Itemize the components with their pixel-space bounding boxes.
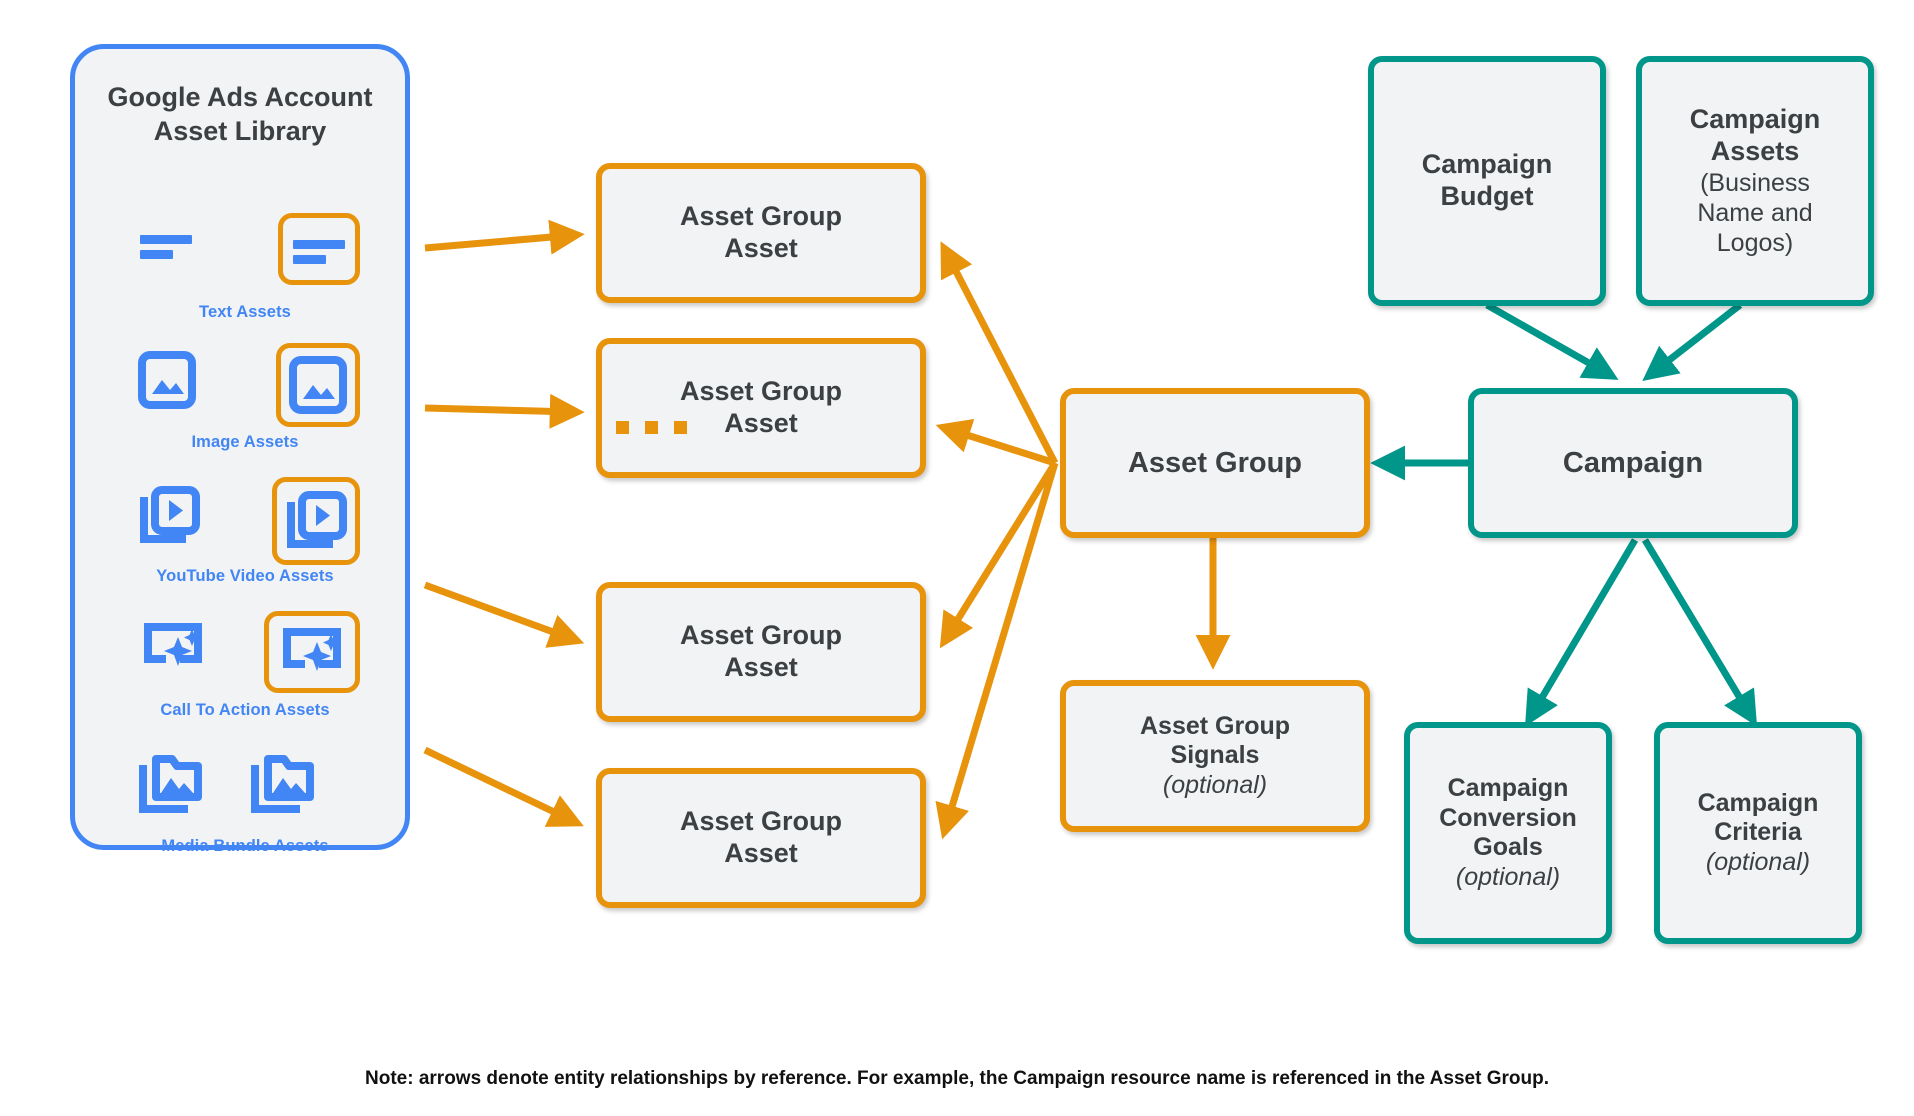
asset-library-panel: Google Ads Account Asset Library Text <box>70 44 410 855</box>
asset-group-asset-box[interactable]: Asset Group Asset <box>596 768 926 908</box>
text-asset-icon <box>138 221 194 267</box>
footer-note: Note: arrows denote entity relationships… <box>365 1068 1549 1089</box>
campaign-criteria-title: Campaign Criteria <box>1697 788 1819 847</box>
library-asset-label: Media Bundle Assets <box>161 837 329 855</box>
campaign-assets-title: Campaign Assets <box>1689 104 1821 166</box>
call-to-action-asset-icon <box>138 619 208 675</box>
campaign-budget-title: Campaign Budget <box>1421 149 1553 211</box>
ellipsis-dot <box>674 421 687 434</box>
campaign-criteria-optional: (optional) <box>1705 847 1811 876</box>
ellipsis-dot <box>616 421 629 434</box>
asset-group-asset-box[interactable]: Asset Group Asset <box>596 582 926 722</box>
text-asset-icon-selected <box>278 213 360 285</box>
library-asset-video[interactable]: YouTube Video Assets <box>75 477 415 586</box>
library-asset-media-bundle[interactable]: Media Bundle Assets <box>75 747 415 856</box>
asset-group-signals-box[interactable]: Asset Group Signals (optional) <box>1060 680 1370 832</box>
campaign-budget-box[interactable]: Campaign Budget <box>1368 56 1606 306</box>
campaign-assets-box[interactable]: Campaign Assets (Business Name and Logos… <box>1636 56 1874 306</box>
ellipsis-dot <box>645 421 658 434</box>
campaign-title: Campaign <box>1562 446 1704 479</box>
call-to-action-asset-icon-selected <box>264 611 360 693</box>
library-asset-label: Call To Action Assets <box>160 701 330 719</box>
campaign-conversion-goals-box[interactable]: Campaign Conversion Goals (optional) <box>1404 722 1612 944</box>
asset-group-signals-optional: (optional) <box>1162 770 1268 799</box>
library-asset-image[interactable]: Image Assets <box>75 343 415 452</box>
media-bundle-asset-icons <box>120 747 370 833</box>
asset-group-asset-title: Asset Group Asset <box>679 620 843 682</box>
call-to-action-asset-icons <box>130 611 360 697</box>
asset-group-box[interactable]: Asset Group <box>1060 388 1370 538</box>
asset-group-asset-title: Asset Group Asset <box>679 806 843 868</box>
asset-group-asset-box[interactable]: Asset Group Asset <box>596 163 926 303</box>
video-asset-icons <box>130 477 360 565</box>
library-asset-label: Text Assets <box>199 303 291 321</box>
text-asset-icons <box>130 213 360 299</box>
campaign-conversion-goals-optional: (optional) <box>1455 862 1561 891</box>
asset-group-asset-title: Asset Group Asset <box>679 201 843 263</box>
campaign-assets-detail: (Business Name and Logos) <box>1697 168 1813 257</box>
ellipsis-indicator <box>616 421 687 434</box>
image-asset-icon-selected <box>276 343 360 427</box>
campaign-criteria-box[interactable]: Campaign Criteria (optional) <box>1654 722 1862 944</box>
library-asset-label: YouTube Video Assets <box>156 567 334 585</box>
video-asset-icon <box>138 485 200 547</box>
library-title: Google Ads Account Asset Library <box>107 82 373 146</box>
library-asset-cta[interactable]: Call To Action Assets <box>75 611 415 720</box>
asset-group-asset-title: Asset Group Asset <box>679 376 843 438</box>
image-asset-icon <box>138 351 196 409</box>
asset-group-asset-box[interactable]: Asset Group Asset <box>596 338 926 478</box>
asset-group-signals-title: Asset Group Signals <box>1139 711 1291 770</box>
image-asset-icons <box>130 343 360 429</box>
media-bundle-asset-icon-second <box>250 753 316 817</box>
video-asset-icon-selected <box>272 477 360 565</box>
library-asset-text[interactable]: Text Assets <box>75 213 415 322</box>
asset-group-title: Asset Group <box>1127 446 1303 479</box>
campaign-conversion-goals-title: Campaign Conversion Goals <box>1439 774 1577 861</box>
campaign-box[interactable]: Campaign <box>1468 388 1798 538</box>
media-bundle-asset-icon <box>138 753 204 817</box>
library-asset-label: Image Assets <box>191 433 299 451</box>
